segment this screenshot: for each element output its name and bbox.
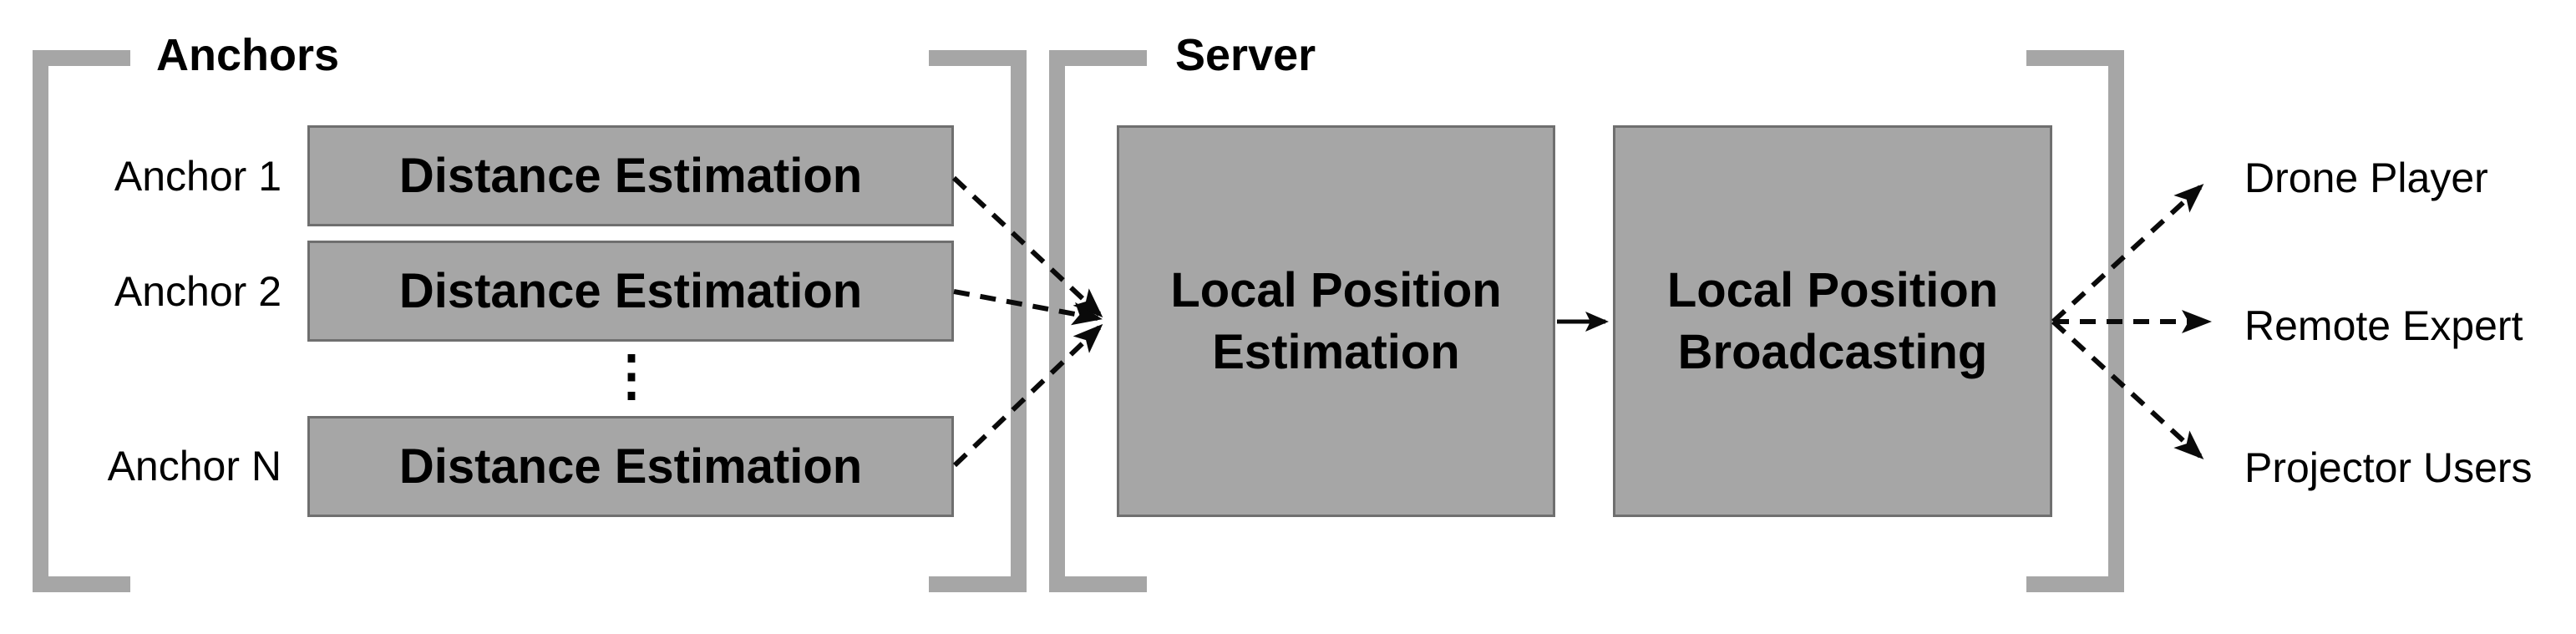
anchor-2-label: Anchor 2 [114, 268, 281, 315]
local-position-estimation-box: Local Position Estimation [1117, 125, 1555, 517]
server-group-title: Server [1175, 30, 1316, 80]
ellipsis-dots: ⋮ [604, 344, 659, 406]
projector-users-label: Projector Users [2244, 444, 2533, 491]
local-position-broadcasting-box: Local Position Broadcasting [1613, 125, 2052, 517]
local-position-broadcasting-line1: Local Position [1666, 262, 1999, 317]
local-position-estimation-line2: Estimation [1212, 324, 1460, 379]
local-position-broadcasting-line2: Broadcasting [1677, 324, 1988, 379]
anchors-open-bracket [33, 50, 130, 592]
anchors-group-title: Anchors [156, 30, 340, 80]
anchor-n-label: Anchor N [107, 443, 281, 489]
local-position-estimation-line1: Local Position [1170, 262, 1502, 317]
distance-estimation-box-1: Distance Estimation [307, 125, 954, 226]
drone-player-label: Drone Player [2244, 155, 2488, 201]
distance-estimation-box-n: Distance Estimation [307, 416, 954, 517]
remote-expert-label: Remote Expert [2244, 302, 2523, 349]
distance-estimation-box-2: Distance Estimation [307, 241, 954, 342]
anchor-1-label: Anchor 1 [114, 153, 281, 200]
